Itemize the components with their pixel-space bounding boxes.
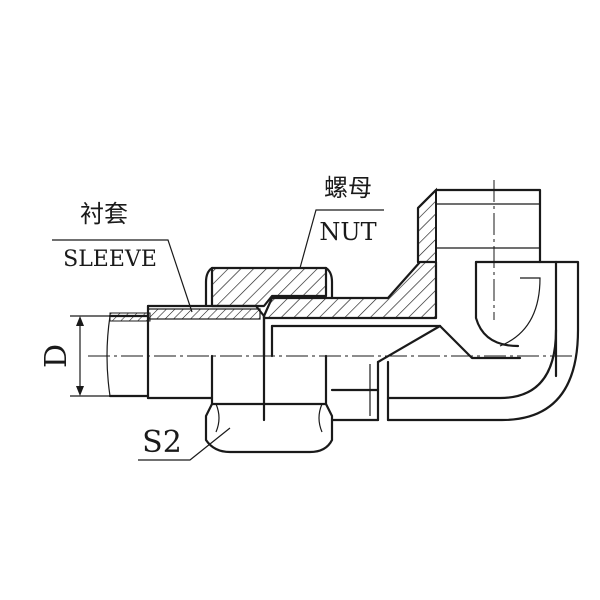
- nut-english-label: NUT: [319, 218, 376, 246]
- s2-label: S2: [142, 425, 182, 460]
- sleeve-english-label: SLEEVE: [63, 247, 157, 272]
- elbow-part: [376, 187, 580, 422]
- nut-part: [204, 266, 334, 454]
- sleeve-part: [146, 304, 266, 400]
- dimension-d-label: D: [39, 344, 74, 368]
- nut-leader-line: [299, 209, 384, 269]
- s2-leader-line: [138, 427, 231, 461]
- sleeve-chinese-label: 衬套: [80, 200, 128, 228]
- nut-chinese-label: 螺母: [324, 174, 372, 202]
- body-part: [262, 260, 442, 422]
- dimension-d: [70, 315, 110, 397]
- sleeve-leader-line: [52, 239, 193, 313]
- tube: [106, 312, 151, 398]
